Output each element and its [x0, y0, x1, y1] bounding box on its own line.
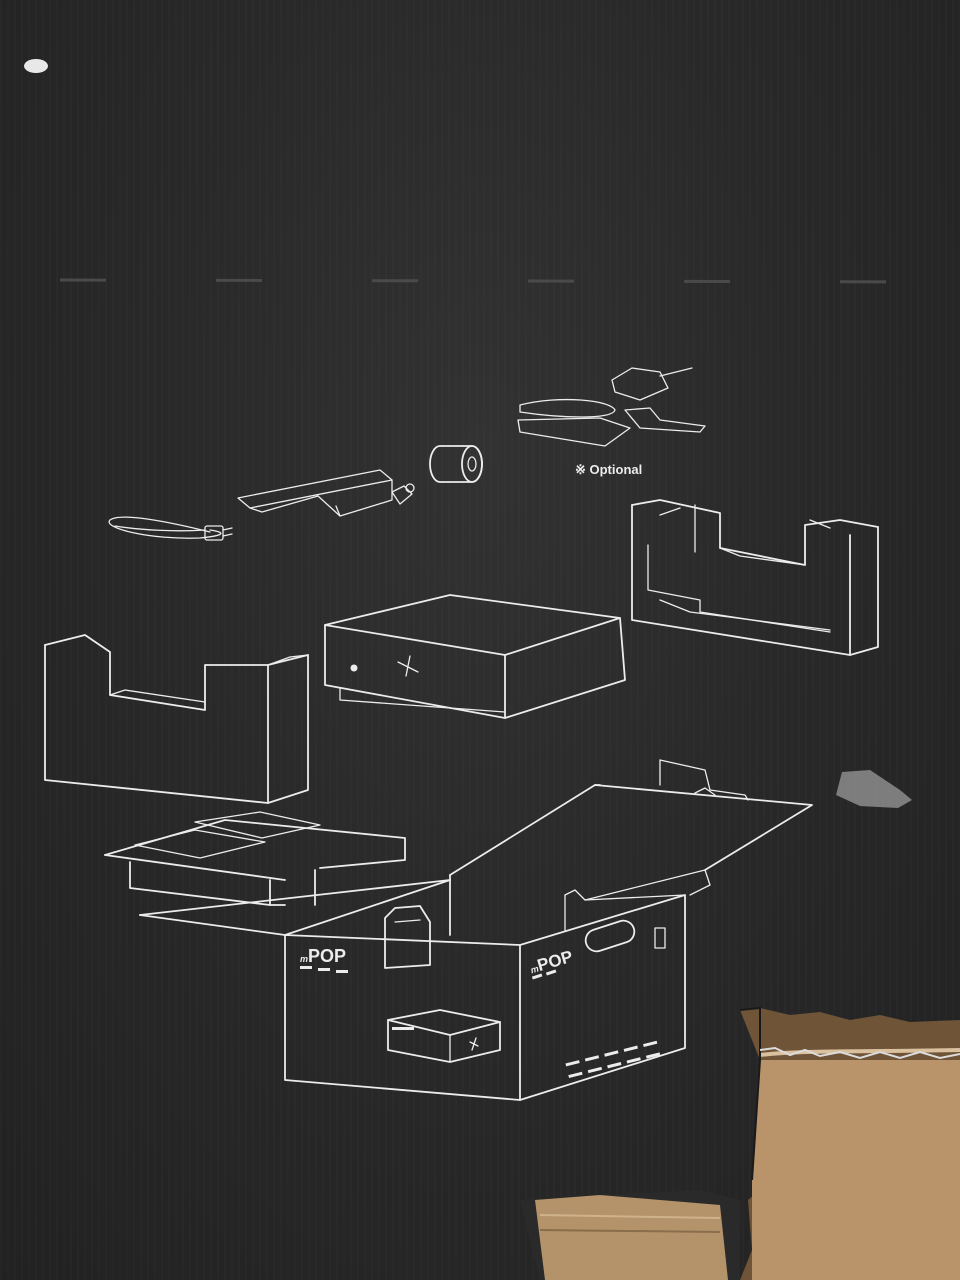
fold-crease: [59, 278, 960, 284]
printer-drawing: [324, 594, 626, 719]
torn-cardboard-bottom: [520, 1190, 740, 1280]
box-logo-prefix: m: [300, 954, 308, 964]
left-packing-insert: [44, 634, 309, 804]
paper-roll-drawing: [429, 445, 483, 483]
right-packing-insert: [631, 499, 879, 656]
open-shipping-box: [139, 759, 813, 1101]
accessory-tray-drawing: [104, 811, 406, 906]
box-logo-side-prefix: m: [529, 963, 539, 975]
optional-accessories-drawing: [517, 367, 706, 447]
power-cable-drawing: [108, 516, 233, 541]
box-logo-side: POP: [535, 947, 575, 975]
paint-speck: [24, 59, 48, 73]
power-adapter-drawing: [237, 469, 415, 517]
star-logo-icon: [397, 655, 419, 677]
torn-cardboard-edge: [739, 1006, 960, 1280]
tape-residue: [836, 770, 912, 808]
printer-pictogram: [387, 1009, 501, 1063]
optional-label: ※ Optional: [575, 462, 642, 477]
box-logo-front: POP: [308, 946, 346, 966]
